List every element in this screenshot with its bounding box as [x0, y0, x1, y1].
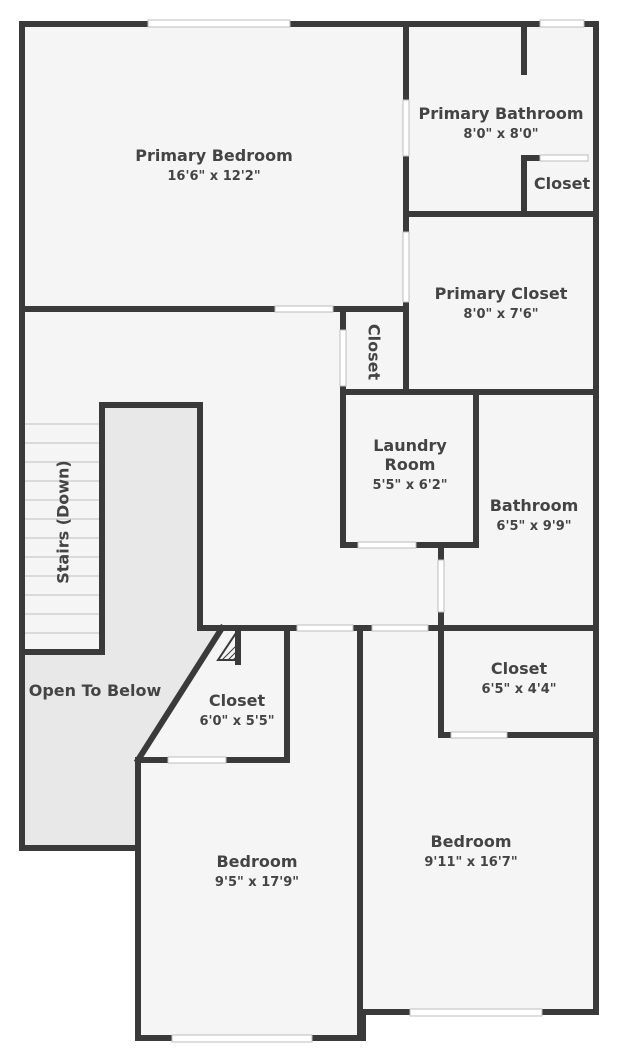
room-name-line2: Room: [384, 455, 436, 475]
floor-bedroom-left: [138, 760, 360, 1038]
window-bedroom-right: [409, 1008, 543, 1017]
room-dims: 9'11" x 16'7": [424, 855, 518, 871]
door-bedroom-right: [371, 624, 429, 632]
room-name: Primary Closet: [434, 284, 568, 303]
outside-left-bottom: [0, 846, 137, 1058]
room-dims: 6'5" x 4'4": [481, 682, 557, 698]
room-label-closet-left: Closet 6'0" x 5'5": [199, 691, 274, 730]
door-right-closet: [450, 731, 508, 739]
door-primary-bedroom-bath: [402, 99, 410, 157]
room-name: Primary Bathroom: [418, 104, 584, 123]
room-dims: 8'0" x 8'0": [463, 127, 539, 143]
exterior-wall-left-bottom: [19, 649, 141, 851]
room-label-bedroom-right: Bedroom 9'11" x 16'7": [424, 832, 517, 871]
room-dims: 6'0" x 5'5": [199, 714, 275, 730]
window-bedroom-left: [171, 1034, 313, 1043]
room-label-stairs: Stairs (Down): [53, 460, 72, 584]
room-name: Bedroom: [430, 832, 512, 851]
door-hall-closet: [339, 329, 347, 387]
window-primary-bath: [539, 19, 585, 28]
room-name-line1: Laundry: [373, 436, 447, 455]
room-label-primary-bathroom: Primary Bathroom 8'0" x 8'0": [418, 104, 583, 143]
door-primary-bedroom-hall: [274, 305, 334, 313]
room-label-primary-bedroom: Primary Bedroom 16'6" x 12'2": [135, 146, 293, 185]
stair-treads: [24, 423, 102, 634]
wall-right-closet: [438, 625, 599, 738]
door-bedroom-left: [296, 624, 354, 632]
room-name: Closet: [533, 174, 591, 193]
room-name: Stairs (Down): [53, 460, 73, 584]
room-name: Closet: [208, 691, 266, 710]
room-name: Primary Bedroom: [135, 146, 293, 165]
room-label-open-to-below: Open To Below: [29, 681, 162, 700]
door-bath-closet: [539, 154, 589, 162]
room-name: Closet: [364, 323, 384, 381]
room-label-laundry: Laundry Room 5'5" x 6'2": [372, 436, 447, 494]
floor-open-to-below: [22, 405, 222, 846]
room-dims: 16'6" x 12'2": [167, 169, 261, 185]
room-label-primary-closet: Primary Closet 8'0" x 7'6": [435, 284, 568, 323]
floor-fills: [0, 24, 617, 1058]
wall-stairs-open: [19, 402, 203, 655]
room-dims: 9'5" x 17'9": [214, 875, 300, 891]
room-name: Bedroom: [216, 852, 298, 871]
room-label-bedroom-left: Bedroom 9'5" x 17'9": [215, 852, 299, 891]
room-name: Open To Below: [28, 681, 162, 700]
room-label-hall-closet: Closet: [364, 323, 384, 381]
room-name: Bathroom: [489, 496, 579, 515]
outside-right-bottom: [598, 1012, 617, 1058]
room-name: Closet: [490, 659, 548, 678]
window-primary-bedroom: [147, 19, 291, 28]
door-bathroom: [437, 559, 445, 613]
room-dims: 6'5" x 9'9": [496, 519, 572, 535]
room-dims: 8'0" x 7'6": [463, 307, 539, 323]
door-laundry: [357, 541, 417, 549]
room-label-bathroom: Bathroom 6'5" x 9'9": [490, 496, 579, 535]
door-left-closet: [167, 756, 227, 764]
openings: [147, 19, 589, 1043]
door-primary-bedroom-closet: [402, 231, 410, 303]
room-label-closet-right: Closet 6'5" x 4'4": [481, 659, 556, 698]
floor-stairs: [24, 405, 102, 649]
room-label-primary-bath-closet: Closet: [534, 174, 590, 193]
wall-diagonal: [133, 623, 227, 765]
room-dims: 5'5" x 6'2": [372, 478, 448, 494]
floor-bedroom-right: [363, 628, 597, 1012]
